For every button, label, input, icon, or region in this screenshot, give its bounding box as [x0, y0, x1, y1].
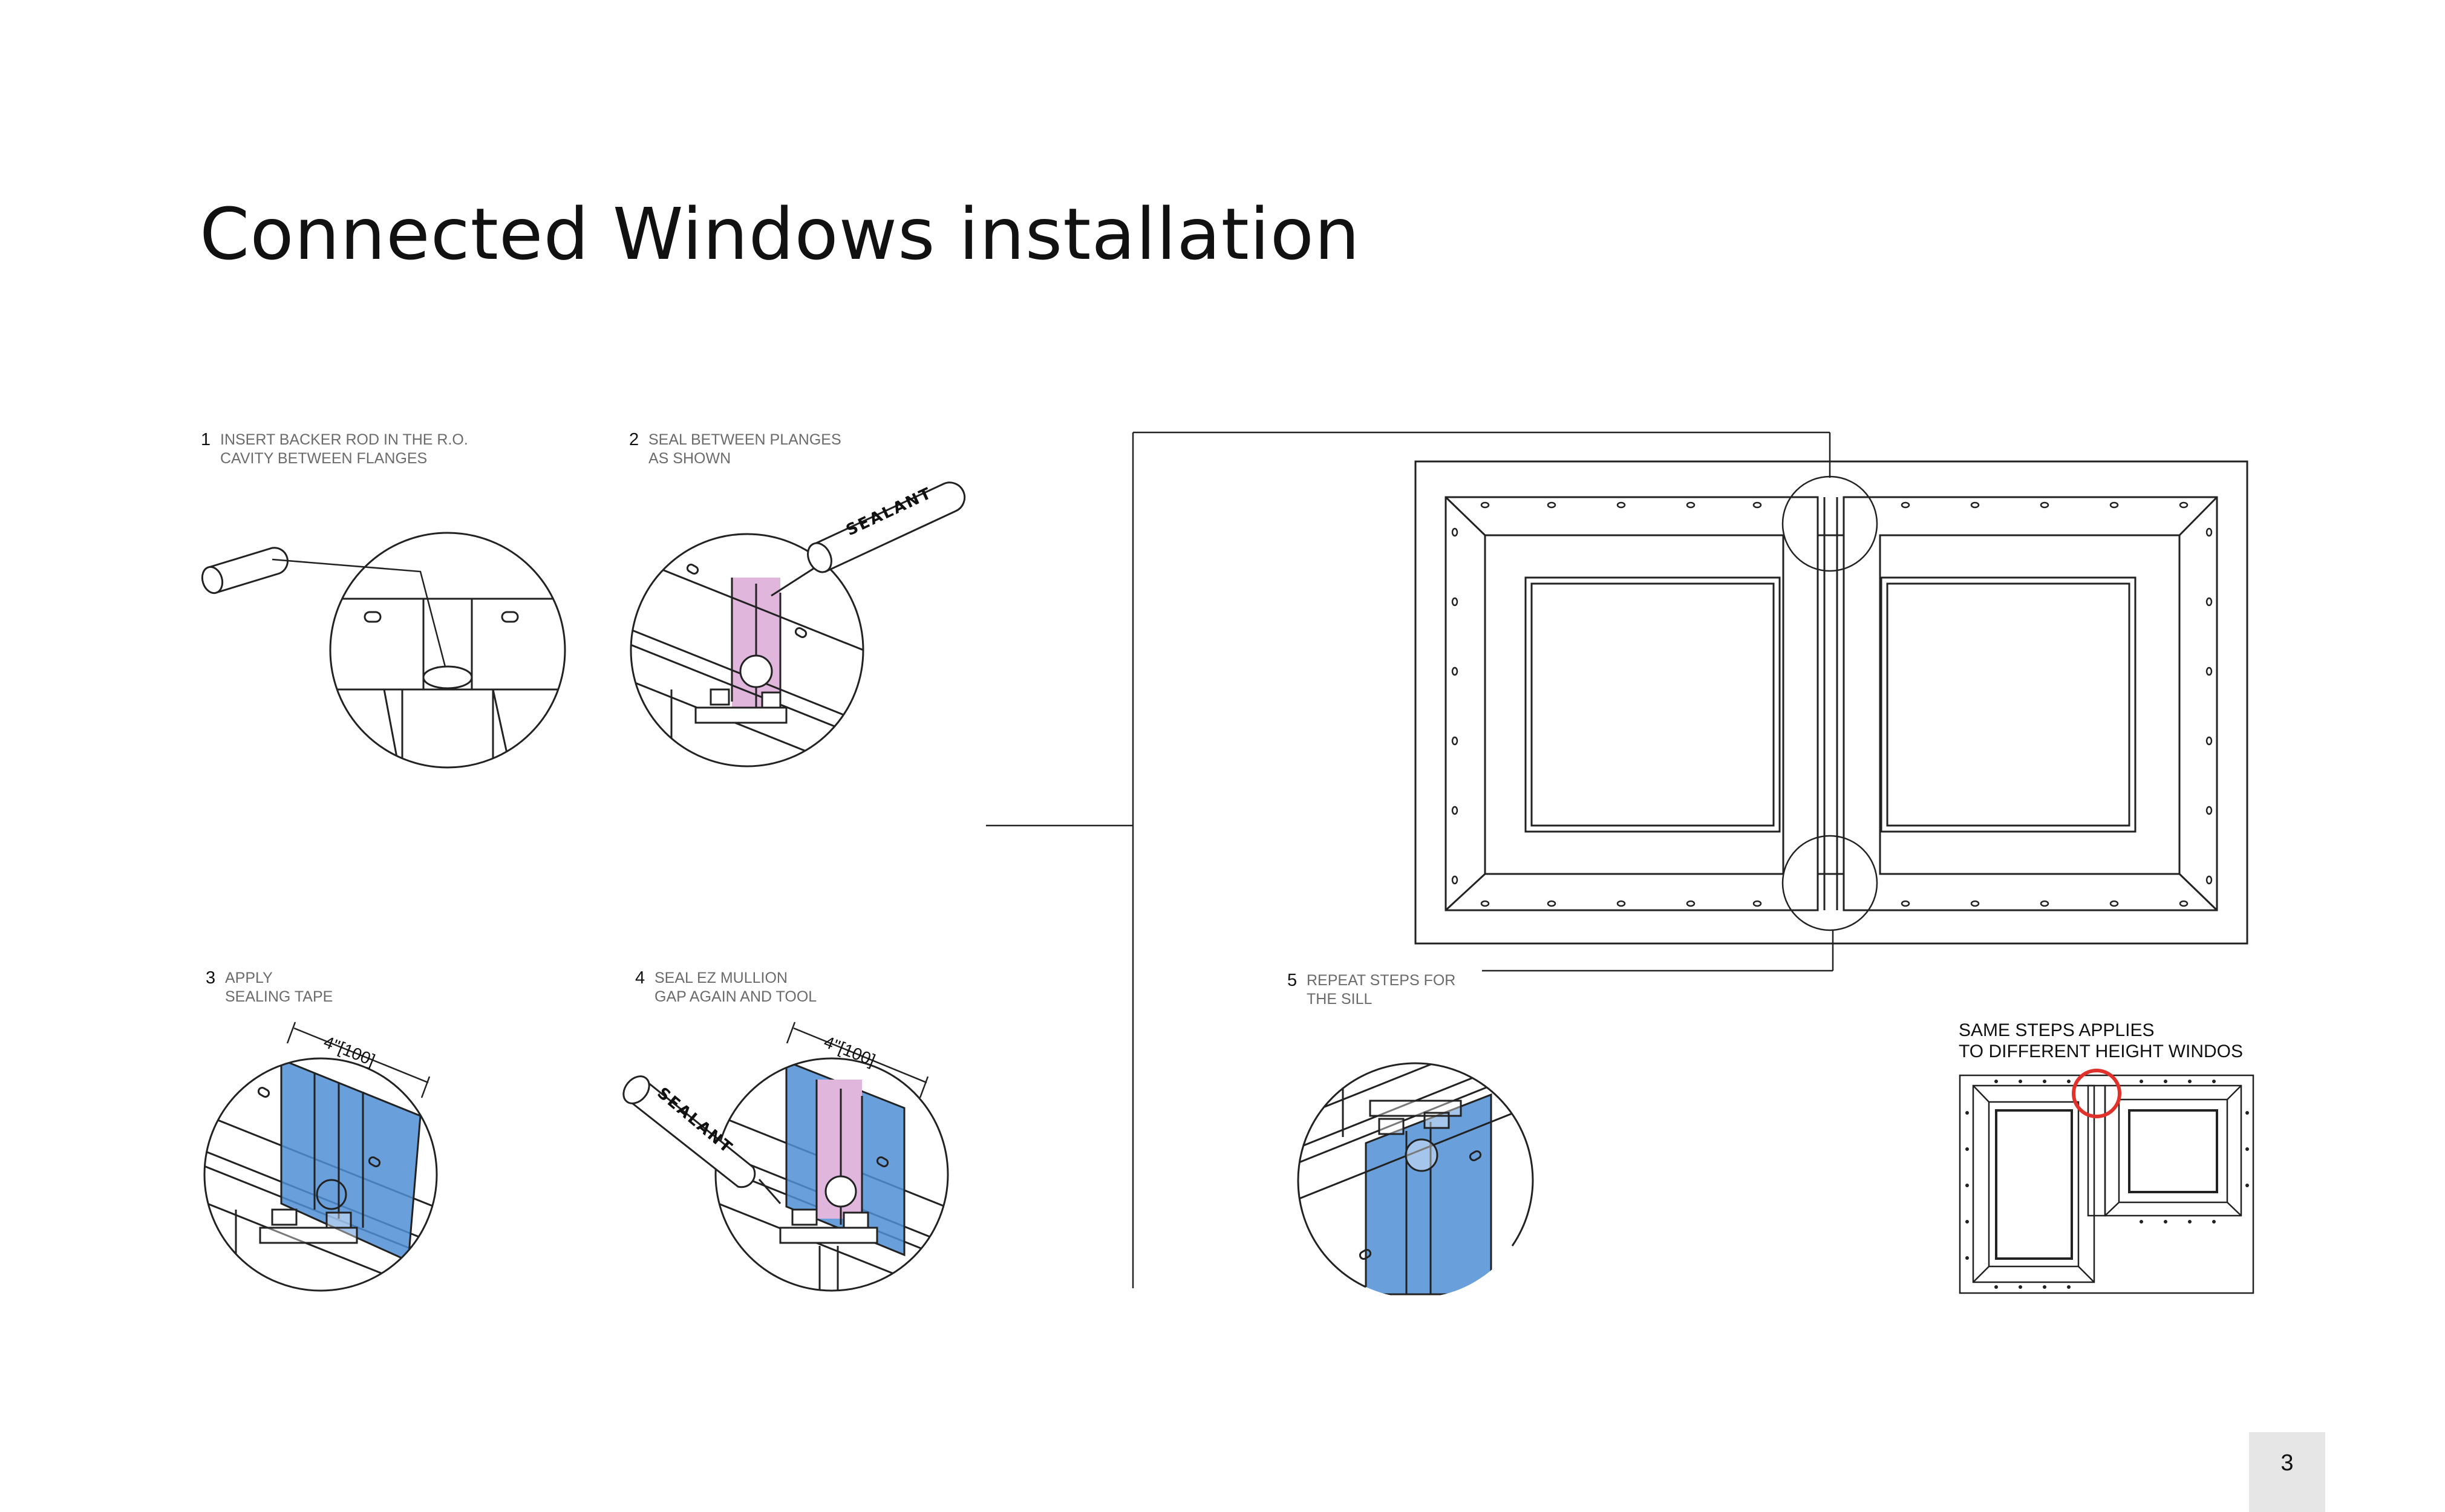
- step-number: 1: [201, 430, 211, 449]
- dimension-label: 4''[100]: [321, 1032, 378, 1070]
- step-number: 3: [206, 968, 216, 988]
- note-line: TO DIFFERENT HEIGHT WINDOS: [1959, 1041, 2244, 1061]
- step-2-caption: 2 SEAL BETWEEN PLANGES AS SHOWN: [629, 431, 841, 468]
- step-text: THE SILL: [1307, 991, 1373, 1008]
- backer-rod: [201, 547, 289, 595]
- step-4-illustration: SEALANT 4''[100]: [622, 1022, 949, 1292]
- step-4-detail: [716, 1060, 948, 1291]
- mullion: [1817, 497, 1845, 910]
- step-text: APPLY: [225, 969, 273, 986]
- sealant-tube-2: [771, 481, 966, 597]
- dimension-3: [286, 1022, 431, 1098]
- step-5-caption: 5 REPEAT STEPS FOR THE SILL: [1287, 971, 1456, 1009]
- step-text: SEAL BETWEEN PLANGES: [648, 431, 841, 448]
- thumbnail-nail-holes: [1965, 1080, 2249, 1289]
- step-2-illustration: SEALANT: [630, 481, 966, 767]
- connector-lines: [986, 431, 1834, 1288]
- step-text: SEALING TAPE: [225, 988, 333, 1005]
- step-text: INSERT BACKER ROD IN THE R.O.: [220, 431, 468, 448]
- step-1-caption: 1 INSERT BACKER ROD IN THE R.O. CAVITY B…: [201, 431, 468, 468]
- step-number: 2: [629, 430, 639, 449]
- note-line: SAME STEPS APPLIES: [1959, 1020, 2155, 1040]
- step-number: 4: [635, 968, 645, 988]
- step-3-detail: [204, 1058, 437, 1291]
- step-text: CAVITY BETWEEN FLANGES: [220, 450, 428, 467]
- step-4-caption: 4 SEAL EZ MULLION GAP AGAIN AND TOOL: [635, 969, 817, 1006]
- step-3-illustration: 4''[100]: [203, 1022, 438, 1292]
- right-window-unit: [1843, 496, 2218, 911]
- step-text: AS SHOWN: [648, 450, 731, 467]
- step-1-illustration: [201, 532, 566, 769]
- dimension-4: [786, 1022, 929, 1098]
- head-callout-circle: [1781, 475, 1878, 572]
- page-number: 3: [2280, 1450, 2294, 1476]
- step-3-caption: 3 APPLY SEALING TAPE: [206, 969, 333, 1006]
- rough-opening: [1414, 460, 2248, 945]
- leader-line: [272, 558, 448, 672]
- step-text: GAP AGAIN AND TOOL: [655, 988, 817, 1005]
- variant-note: SAME STEPS APPLIES TO DIFFERENT HEIGHT W…: [1959, 1020, 2243, 1062]
- step-5-illustration: [1297, 1062, 1534, 1295]
- tall-unit-frame: [1972, 1084, 2095, 1283]
- step-2-detail: [631, 555, 863, 766]
- step-text: REPEAT STEPS FOR: [1307, 972, 1456, 989]
- sealant-tube-4: [622, 1075, 782, 1204]
- short-unit-frame: [2104, 1084, 2242, 1217]
- step-text: SEAL EZ MULLION: [655, 969, 788, 986]
- variant-rough-opening: [1959, 1074, 2254, 1294]
- dimension-label: 4''[100]: [821, 1032, 878, 1070]
- left-window-unit: [1444, 496, 1819, 911]
- nail-holes: [1451, 501, 2213, 907]
- page-title: Connected Windows installation: [200, 192, 1360, 276]
- sill-callout-circle: [1781, 835, 1878, 931]
- step-1-detail: [330, 598, 565, 767]
- page-number-box: 3: [2249, 1432, 2325, 1512]
- variant-thumbnail: [1959, 1069, 2254, 1294]
- highlight-circle: [2072, 1069, 2121, 1118]
- step-number: 5: [1287, 971, 1298, 990]
- connected-windows-elevation: [1414, 460, 2248, 945]
